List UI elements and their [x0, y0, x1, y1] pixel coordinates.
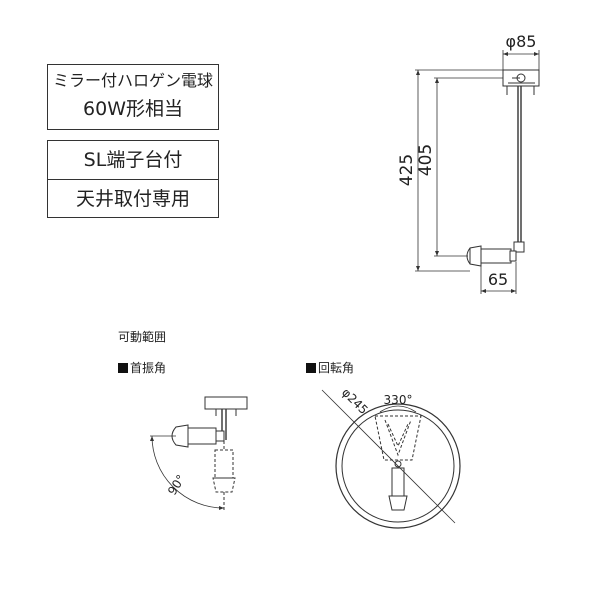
rotation-angle-title: 回転角 [306, 359, 354, 376]
bullet-square-icon [118, 363, 128, 373]
mount-spec-box: SL端子台付 天井取付専用 [47, 140, 219, 218]
swing-view-drawing [150, 396, 248, 512]
rotation-diameter-line [321, 389, 456, 524]
lamp-type-label: ミラー付ハロゲン電球 [52, 71, 213, 90]
ceiling-base [502, 69, 540, 87]
terminal-label: SL端子台付 [83, 149, 183, 171]
main-dimension-lines [415, 50, 540, 294]
bullet-square-icon [306, 363, 316, 373]
dim-label-425: 425 [397, 154, 417, 186]
lamp-housing [480, 248, 512, 264]
arrowheads [150, 52, 539, 510]
rotation-lamp-swept [374, 415, 422, 461]
rotation-outer-circle [335, 403, 461, 529]
lamp-socket [509, 250, 517, 262]
base-detail [508, 77, 535, 84]
swing-angle-title-text: 首振角 [130, 361, 167, 375]
dim-label-phi85: φ85 [506, 32, 537, 51]
rotation-lamp-face [388, 495, 408, 511]
swing-lamp-vertical-dashed [212, 441, 236, 512]
swing-joint [215, 430, 225, 442]
rotation-arc-330 [379, 405, 417, 413]
rotation-pivot [394, 460, 402, 468]
rotation-angle-label: 330° [384, 393, 413, 407]
swing-arc-90 [151, 435, 225, 509]
rotation-lamp-body [391, 467, 405, 497]
rotation-view-drawing [321, 389, 461, 529]
lamp-spec-box: ミラー付ハロゲン電球 60W形相当 [47, 64, 219, 130]
movable-range-title: 可動範囲 [118, 330, 167, 344]
arm-joint [513, 241, 525, 253]
dim-label-405: 405 [416, 144, 436, 176]
swing-lamp-housing-horizontal [187, 427, 217, 445]
swing-angle-label: 90° [165, 472, 188, 497]
lamp-reflector [466, 245, 482, 267]
dim-label-65: 65 [488, 270, 508, 289]
rotation-angle-title-text: 回転角 [318, 361, 355, 375]
swing-lamp-reflector [171, 424, 189, 448]
swing-ceiling-base [204, 396, 248, 410]
ceiling-mount-label: 天井取付専用 [48, 179, 218, 218]
rotation-inner-circle [341, 409, 455, 523]
main-fixture-drawing [466, 69, 540, 267]
swing-angle-title: 首振角 [118, 359, 166, 376]
lamp-wattage-label: 60W形相当 [83, 98, 183, 120]
